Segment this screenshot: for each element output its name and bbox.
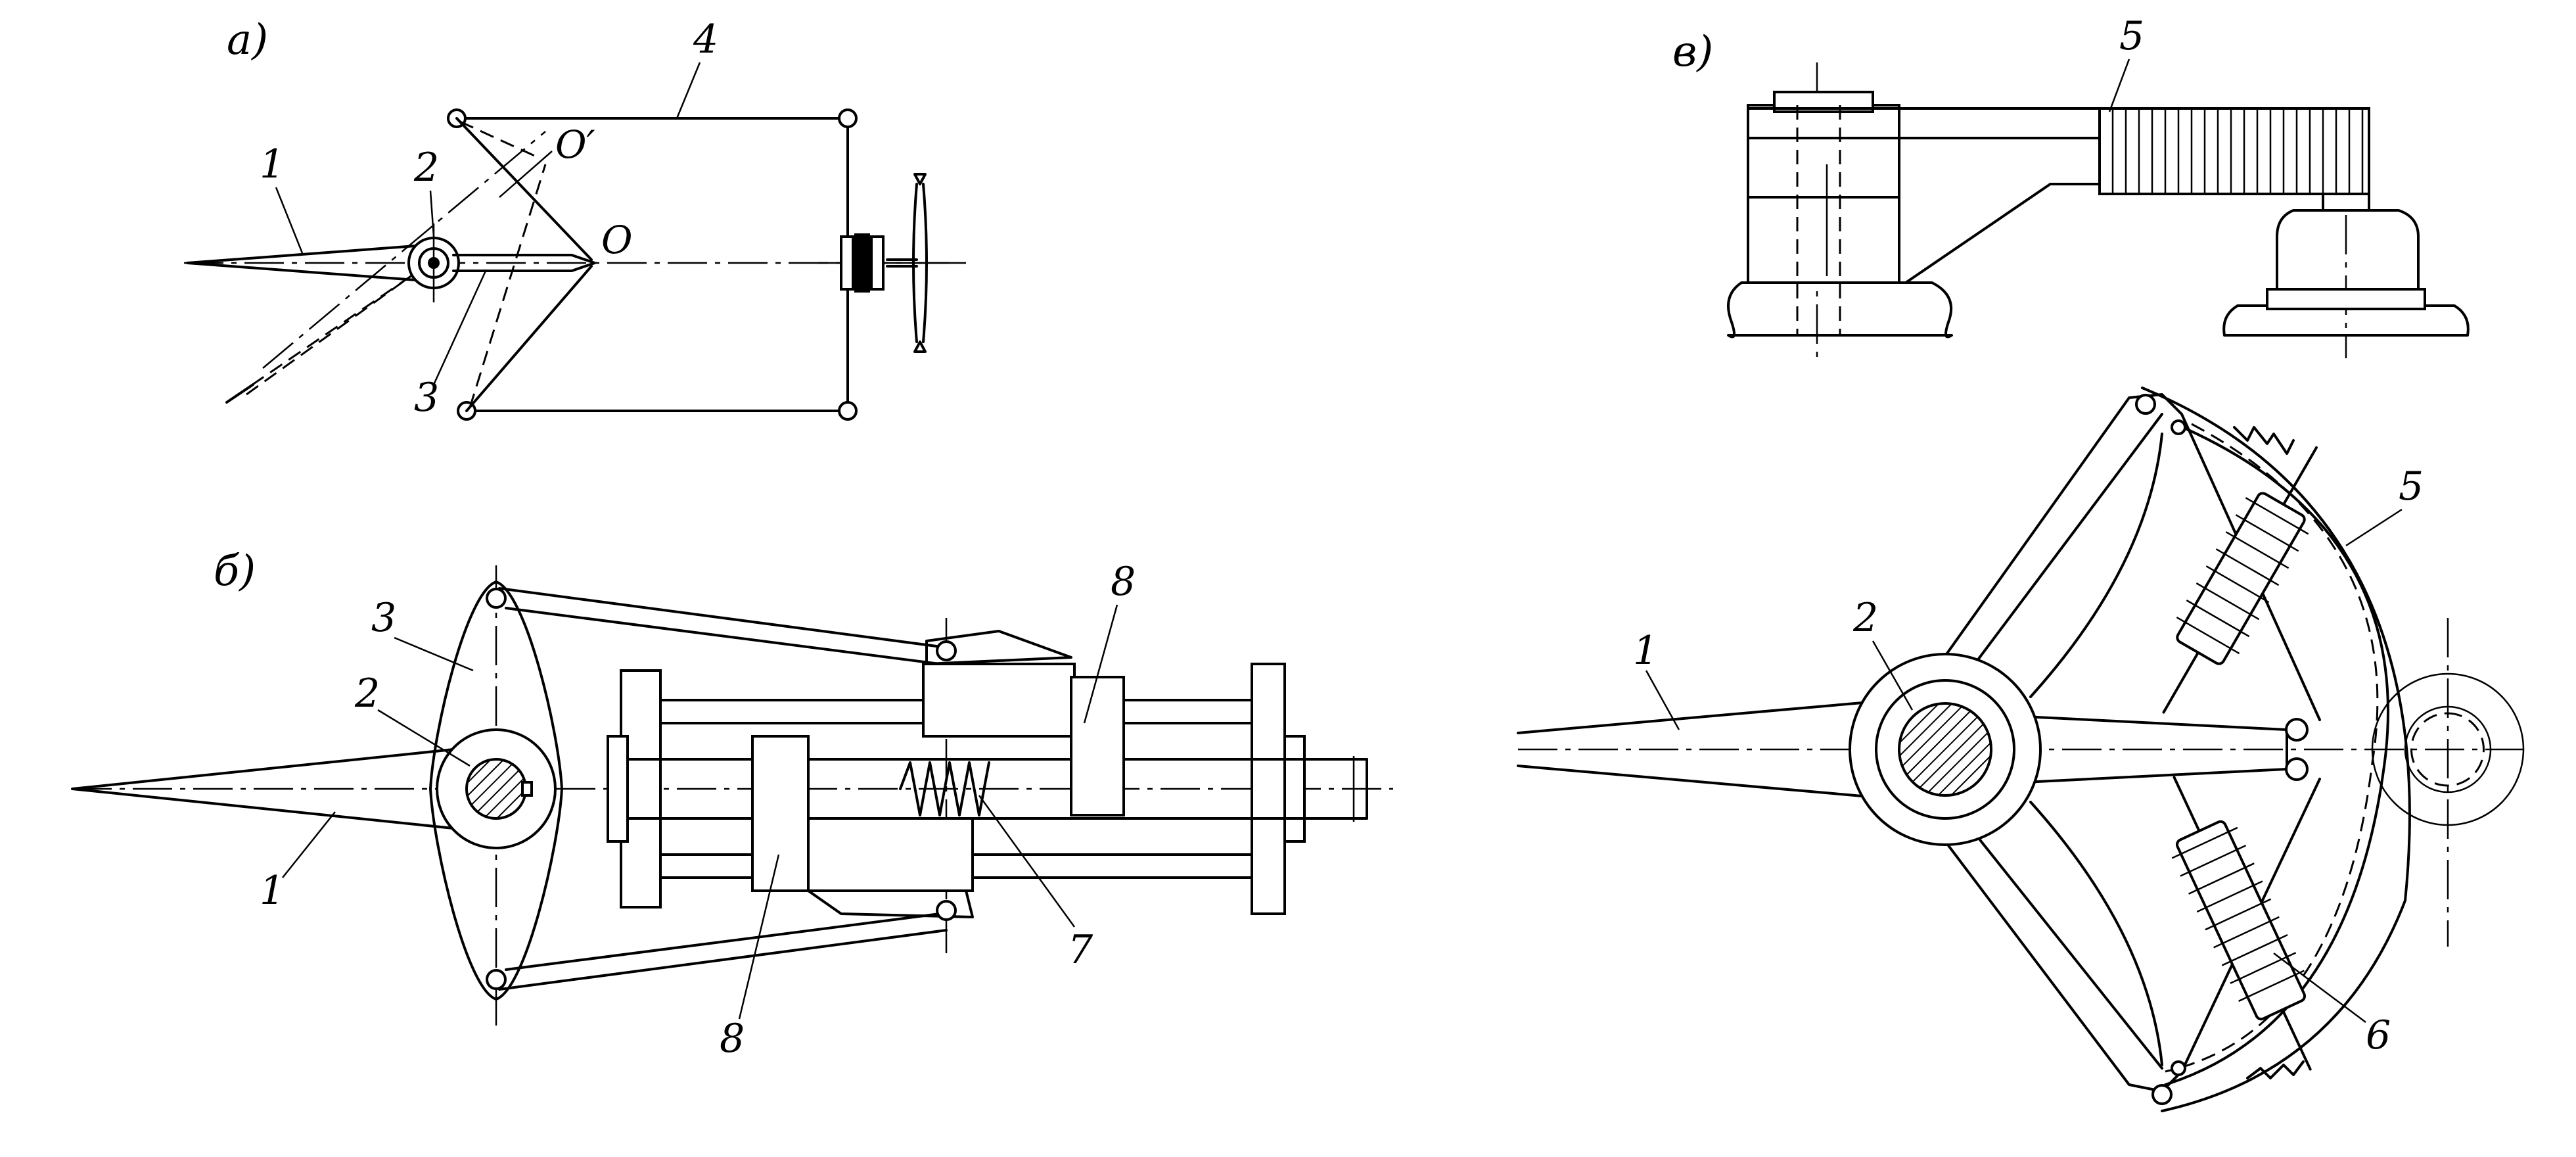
label-b-8-bottom: 8 bbox=[720, 1016, 745, 1062]
panel-a-drawing bbox=[184, 108, 966, 421]
label-v-5-arc: 5 bbox=[2399, 463, 2424, 509]
panel-v-top-drawing bbox=[1727, 62, 2470, 358]
label-v-5-top: 5 bbox=[2119, 13, 2144, 59]
label-b-8-top: 8 bbox=[1111, 559, 1136, 605]
label-b-7: 7 bbox=[1068, 927, 1093, 973]
panel-v-letter: в) bbox=[1672, 28, 1713, 76]
panel-b-drawing bbox=[71, 565, 1393, 1026]
panel-a-letter: а) bbox=[227, 16, 268, 64]
label-b-2: 2 bbox=[354, 671, 380, 717]
label-a-4: 4 bbox=[693, 16, 718, 62]
label-a-2: 2 bbox=[413, 145, 439, 191]
label-a-1: 1 bbox=[260, 141, 285, 187]
panel-v-bottom-drawing bbox=[1517, 387, 2525, 1112]
label-v-6: 6 bbox=[2366, 1012, 2391, 1058]
label-v-1: 1 bbox=[1633, 628, 1658, 674]
label-a-O: O bbox=[601, 218, 633, 262]
label-a-O-prime: O′ bbox=[555, 122, 595, 167]
label-b-3: 3 bbox=[371, 595, 396, 641]
label-b-1: 1 bbox=[260, 868, 285, 914]
panel-b-letter: б) bbox=[214, 547, 256, 596]
label-v-2: 2 bbox=[1852, 595, 1878, 641]
